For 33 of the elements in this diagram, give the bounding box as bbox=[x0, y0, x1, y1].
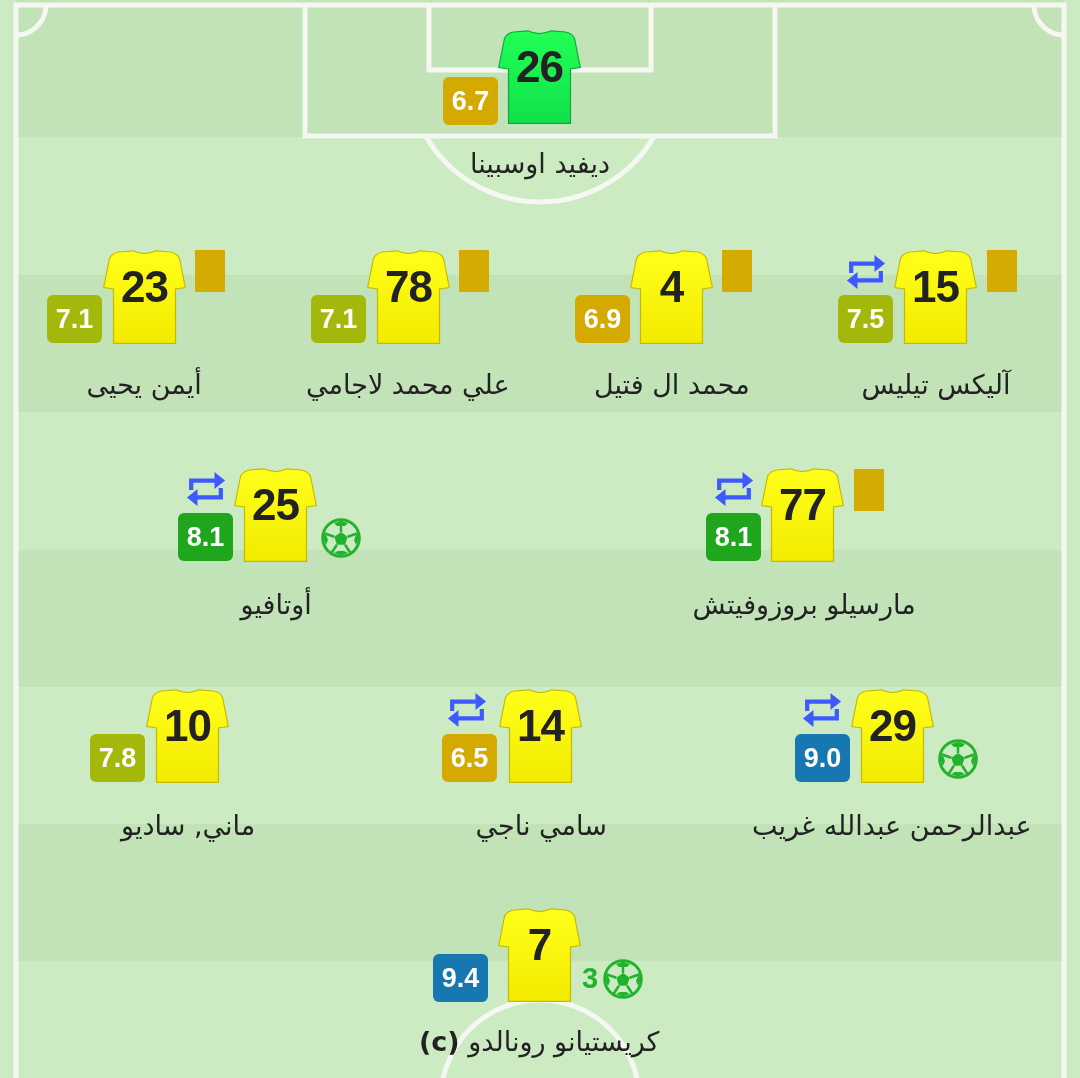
rating-badge: 6.5 bbox=[442, 734, 497, 782]
rating-badge: 6.7 bbox=[443, 77, 498, 125]
player-name: أيمن يحيى bbox=[86, 367, 202, 403]
rating-badge: 9.4 bbox=[433, 954, 488, 1002]
rating-badge: 8.1 bbox=[706, 513, 761, 561]
player-name: محمد ال فتيل bbox=[594, 368, 750, 402]
jersey: 15 bbox=[894, 250, 977, 344]
rating-badge: 7.1 bbox=[47, 295, 102, 343]
player-name: آليكس تيليس bbox=[861, 368, 1011, 402]
jersey: 4 bbox=[630, 250, 713, 344]
rating-badge: 9.0 bbox=[795, 734, 850, 782]
player-name: علي محمد لاجامي bbox=[306, 368, 510, 403]
jersey: 23 bbox=[103, 250, 186, 344]
jersey: 77 bbox=[761, 468, 844, 562]
jersey: 26 bbox=[498, 30, 581, 124]
jersey: 10 bbox=[146, 689, 229, 783]
player-name: عبدالرحمن عبدالله غريب bbox=[752, 809, 1032, 844]
jersey: 78 bbox=[367, 250, 450, 344]
jersey: 25 bbox=[234, 468, 317, 562]
rating-badge: 7.5 bbox=[838, 295, 893, 343]
player-name: أوتافيو bbox=[240, 587, 312, 623]
rating-badge: 6.9 bbox=[575, 295, 630, 343]
rating-badge: 7.1 bbox=[311, 295, 366, 343]
rating-badge: 7.8 bbox=[90, 734, 145, 782]
jersey: 14 bbox=[499, 689, 582, 783]
player-name: مارسيلو بروزوفيتش bbox=[692, 588, 916, 623]
player-name: ماني, ساديو bbox=[121, 809, 256, 844]
player-name: سامي ناجي bbox=[475, 809, 607, 844]
jersey: 7 bbox=[498, 908, 581, 1002]
jersey: 29 bbox=[851, 689, 934, 783]
goal-count: 3 bbox=[582, 962, 599, 994]
rating-badge: 8.1 bbox=[178, 513, 233, 561]
player-name: ديفيد اوسبينا bbox=[470, 147, 610, 182]
